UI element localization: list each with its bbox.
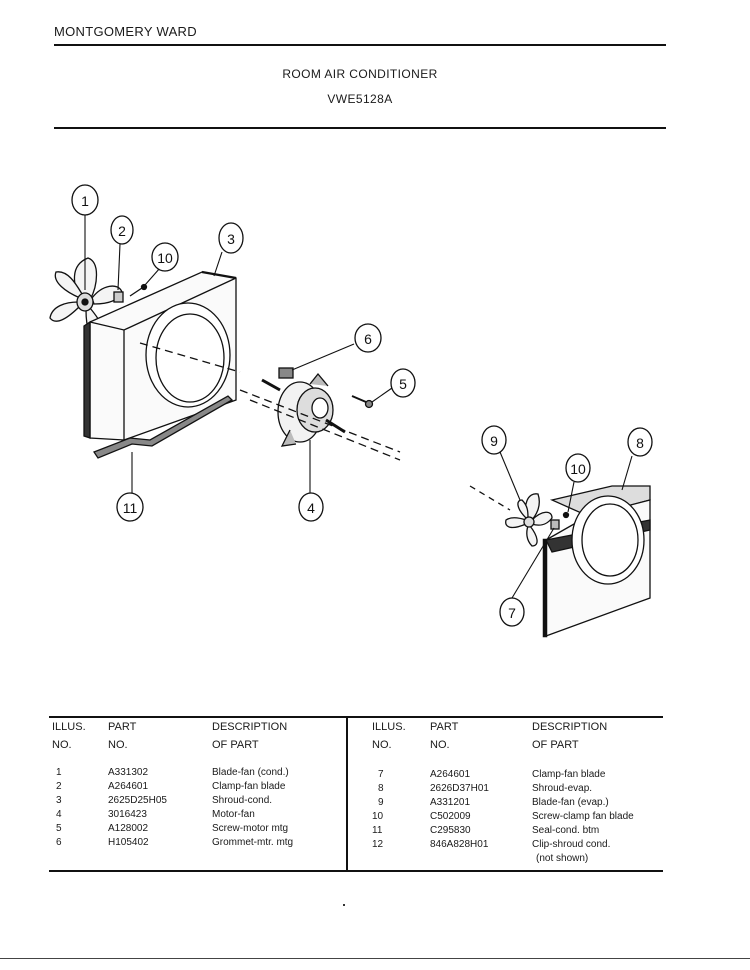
col-header-illus: ILLUS.NO. [372,721,406,751]
callout-3: 3 [227,231,235,247]
clamp-fan-blade [113,291,124,303]
table-row: (not shown) [536,853,589,864]
condenser-shroud [83,270,241,441]
callout-8: 8 [636,435,644,451]
screw-motor-mount [351,395,374,409]
evaporator-fan-blade [469,485,553,547]
scan-speck [343,904,345,906]
evaporator-shroud [542,485,651,638]
document-title: ROOM AIR CONDITIONER [282,67,438,81]
header-rule [54,44,666,46]
callout-9: 9 [490,433,498,449]
title-rule [54,127,666,129]
exploded-parts-diagram: 1 2 10 3 6 5 4 11 9 8 10 7 [49,184,653,638]
callout-7: 7 [508,605,516,621]
callout-2: 2 [118,223,126,239]
seal-condenser-bottom [93,395,234,459]
callout-1: 1 [81,193,89,209]
screw-clamp-right [562,511,570,519]
screw-clamp-left [129,283,148,297]
clamp-fan-blade-evap [550,519,560,530]
grommet-motor-mount [278,367,294,379]
fan-motor [239,372,401,461]
col-header-illus: ILLUS.NO. [52,721,86,751]
table-divider [346,718,348,870]
model-number: VWE5128A [327,92,393,106]
callout-4: 4 [307,500,315,516]
callout-10-right: 10 [570,461,586,477]
brand-name: MONTGOMERY WARD [54,24,197,39]
page-bottom-rule [0,958,750,959]
table-bottom-rule [49,870,663,872]
callout-5: 5 [399,376,407,392]
callout-6: 6 [364,331,372,347]
callout-10-left: 10 [157,250,173,266]
table-top-rule [49,716,663,718]
callout-11: 11 [123,500,138,516]
